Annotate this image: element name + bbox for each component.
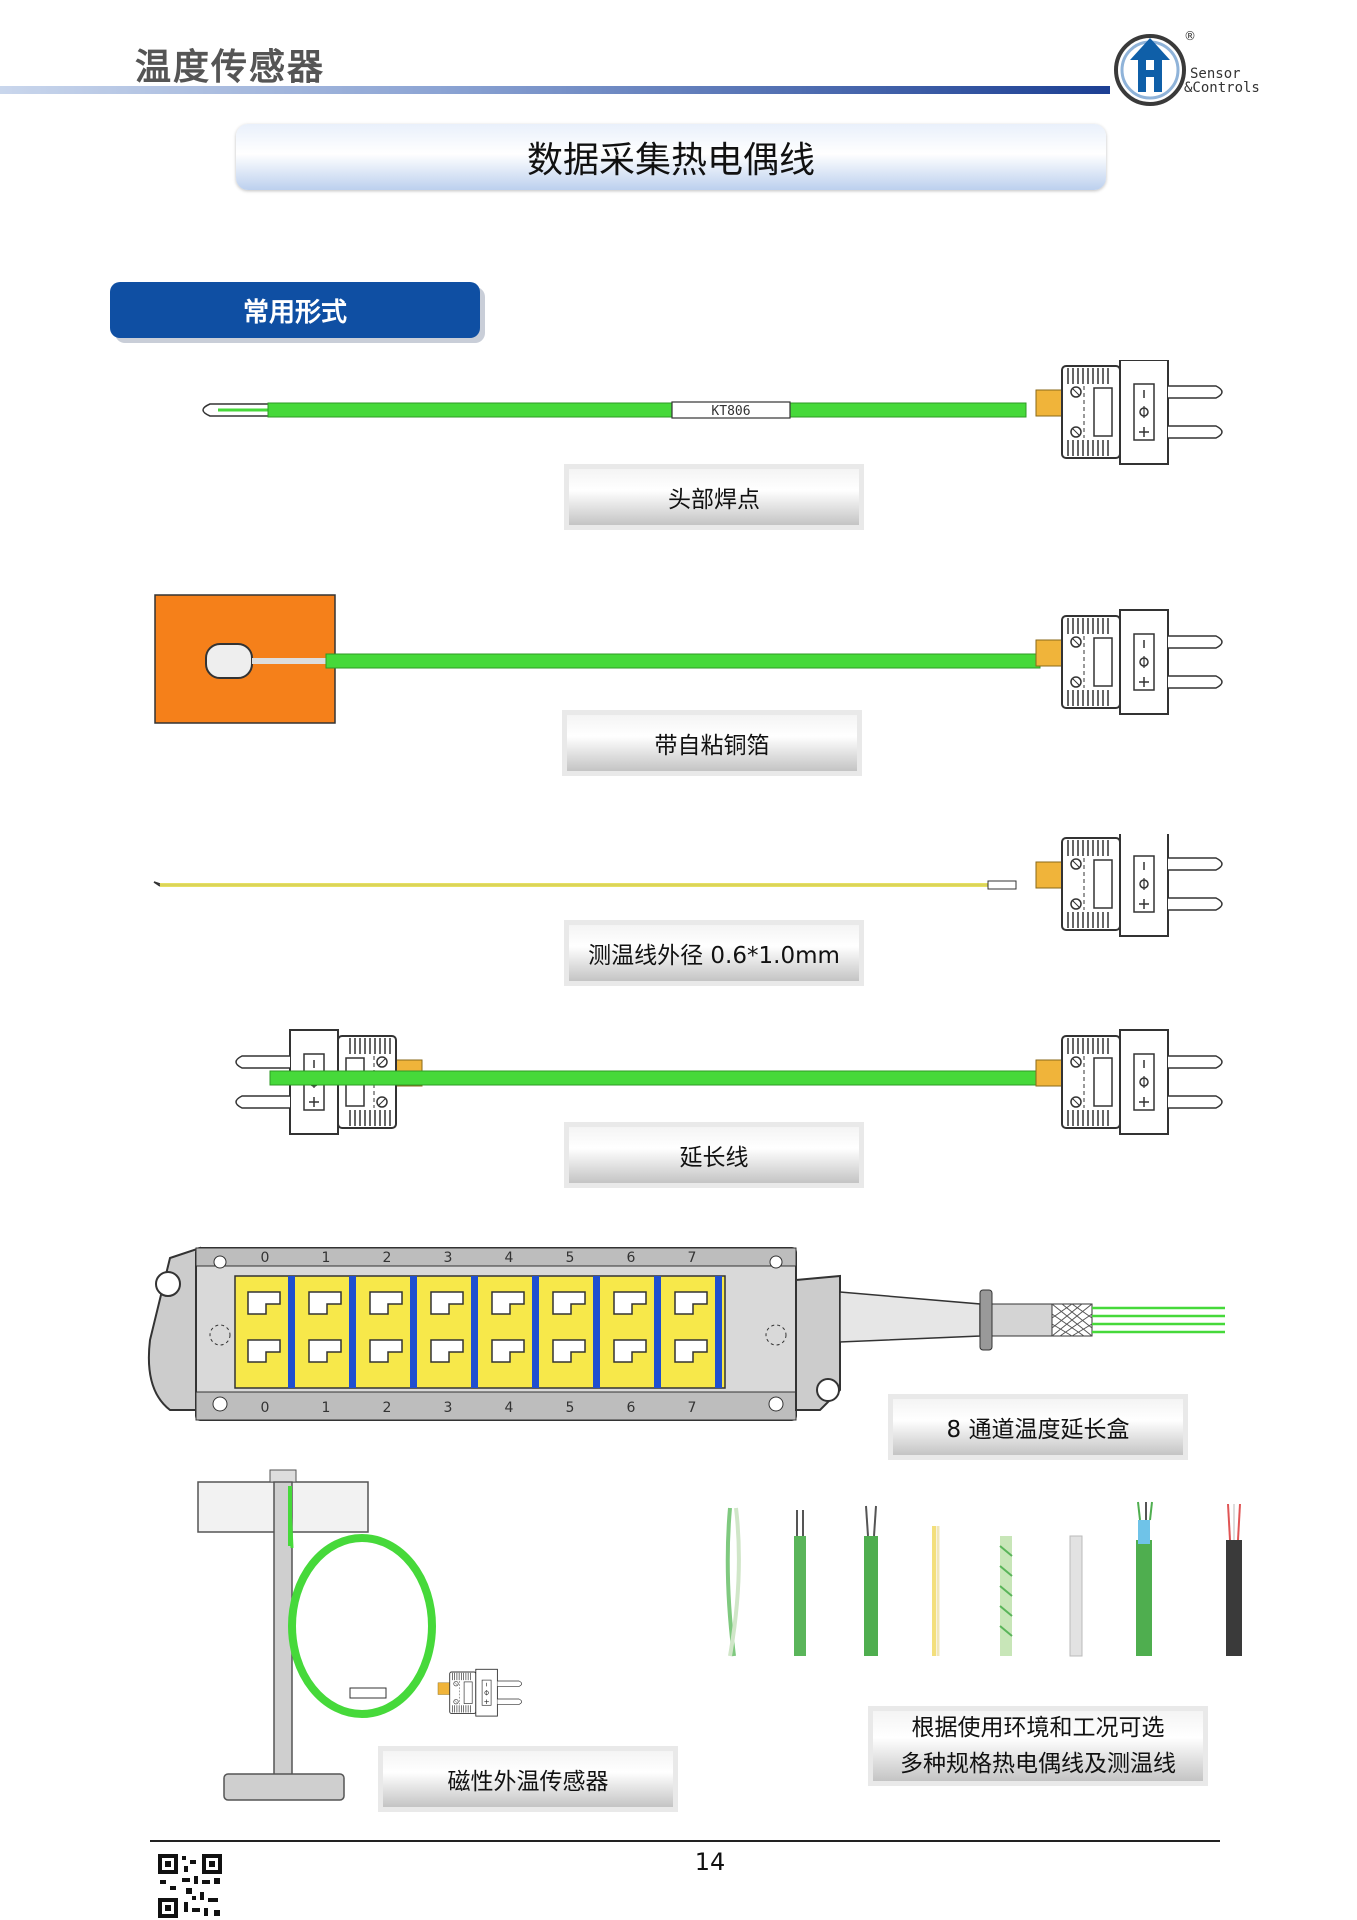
channel-socket: [674, 1339, 708, 1363]
channel-socket: [308, 1291, 342, 1315]
channel-label: 1: [322, 1400, 331, 1416]
channel-separator: [349, 1276, 356, 1388]
magnetic-sensor-drawing: [197, 1469, 523, 1801]
channel-separator: [471, 1276, 478, 1388]
channel-label: 4: [505, 1400, 514, 1416]
channel-label: 5: [566, 1250, 575, 1266]
channel-separator: [288, 1276, 295, 1388]
caption-weld-point: 头部焊点: [564, 464, 864, 530]
channel-label: 7: [688, 1400, 697, 1416]
thermocouple-copper-foil-drawing: [154, 594, 1223, 724]
channel-label: 4: [505, 1250, 514, 1266]
channel-label: 6: [627, 1400, 636, 1416]
channel-socket: [613, 1291, 647, 1315]
channel-socket: [369, 1339, 403, 1363]
caption-extension-cable: 延长线: [564, 1122, 864, 1188]
channel-label: 1: [322, 1250, 331, 1266]
caption-wire-options-line1: 根据使用环境和工况可选: [911, 1715, 1165, 1741]
page-number: 14: [694, 1848, 726, 1876]
header-title: 温度传感器: [135, 47, 326, 88]
channel-separator: [593, 1276, 600, 1388]
channel-socket: [674, 1291, 708, 1315]
channel-socket: [491, 1291, 525, 1315]
channel-socket: [491, 1339, 525, 1363]
eight-channel-box-drawing: 0 1 2 3 4 5 6 7 0 1 2 3 4 5 6 7: [147, 1246, 1225, 1421]
caption-wire-diameter: 测温线外径 0.6*1.0mm: [564, 920, 864, 986]
channel-separator: [410, 1276, 417, 1388]
page-banner-title: 数据采集热电偶线: [236, 124, 1106, 190]
cable-label: KT806: [711, 404, 750, 419]
channel-socket: [247, 1291, 281, 1315]
channel-label: 2: [383, 1400, 392, 1416]
channel-separator: [532, 1276, 539, 1388]
logo-line2: &Controls: [1184, 80, 1260, 96]
channel-socket: [430, 1339, 464, 1363]
thermocouple-weld-tip-drawing: KT806: [202, 360, 1223, 465]
extension-cable-drawing: [235, 1029, 1223, 1135]
company-logo: Sensor &Controls ®: [1114, 29, 1260, 106]
section-tab-label: 常用形式: [110, 282, 480, 338]
channel-socket: [552, 1339, 586, 1363]
caption-eight-channel-box: 8 通道温度延长盒: [888, 1394, 1188, 1460]
channel-socket: [613, 1339, 647, 1363]
channel-label: 6: [627, 1250, 636, 1266]
channel-socket: [369, 1291, 403, 1315]
channel-label: 3: [444, 1250, 453, 1266]
channel-socket: [308, 1339, 342, 1363]
channel-labels-top: 0 1 2 3 4 5 6 7: [261, 1250, 697, 1266]
header-rule: [0, 86, 1110, 94]
channel-separator: [654, 1276, 661, 1388]
caption-copper-foil: 带自粘铜箔: [562, 710, 862, 776]
caption-wire-options: 根据使用环境和工况可选 多种规格热电偶线及测温线: [868, 1706, 1208, 1786]
footer-rule: [150, 1840, 1220, 1842]
channel-label: 0: [261, 1250, 270, 1266]
channel-label: 2: [383, 1250, 392, 1266]
channel-label: 5: [566, 1400, 575, 1416]
channel-labels-bottom: 0 1 2 3 4 5 6 7: [261, 1400, 697, 1416]
channel-socket: [430, 1291, 464, 1315]
channel-label: 7: [688, 1250, 697, 1266]
thermocouple-fine-wire-drawing: [153, 834, 1223, 937]
logo-registered: ®: [1184, 29, 1196, 43]
channel-label: 3: [444, 1400, 453, 1416]
channel-socket: [247, 1339, 281, 1363]
wire-samples-drawing: [725, 1501, 1242, 1657]
qr-code-icon: [156, 1852, 224, 1920]
caption-magnetic-sensor: 磁性外温传感器: [378, 1746, 678, 1812]
channel-socket: [552, 1291, 586, 1315]
logo-line1: Sensor: [1190, 66, 1241, 82]
caption-wire-options-line2: 多种规格热电偶线及测温线: [900, 1751, 1176, 1777]
channel-separator: [715, 1276, 722, 1388]
channel-label: 0: [261, 1400, 270, 1416]
